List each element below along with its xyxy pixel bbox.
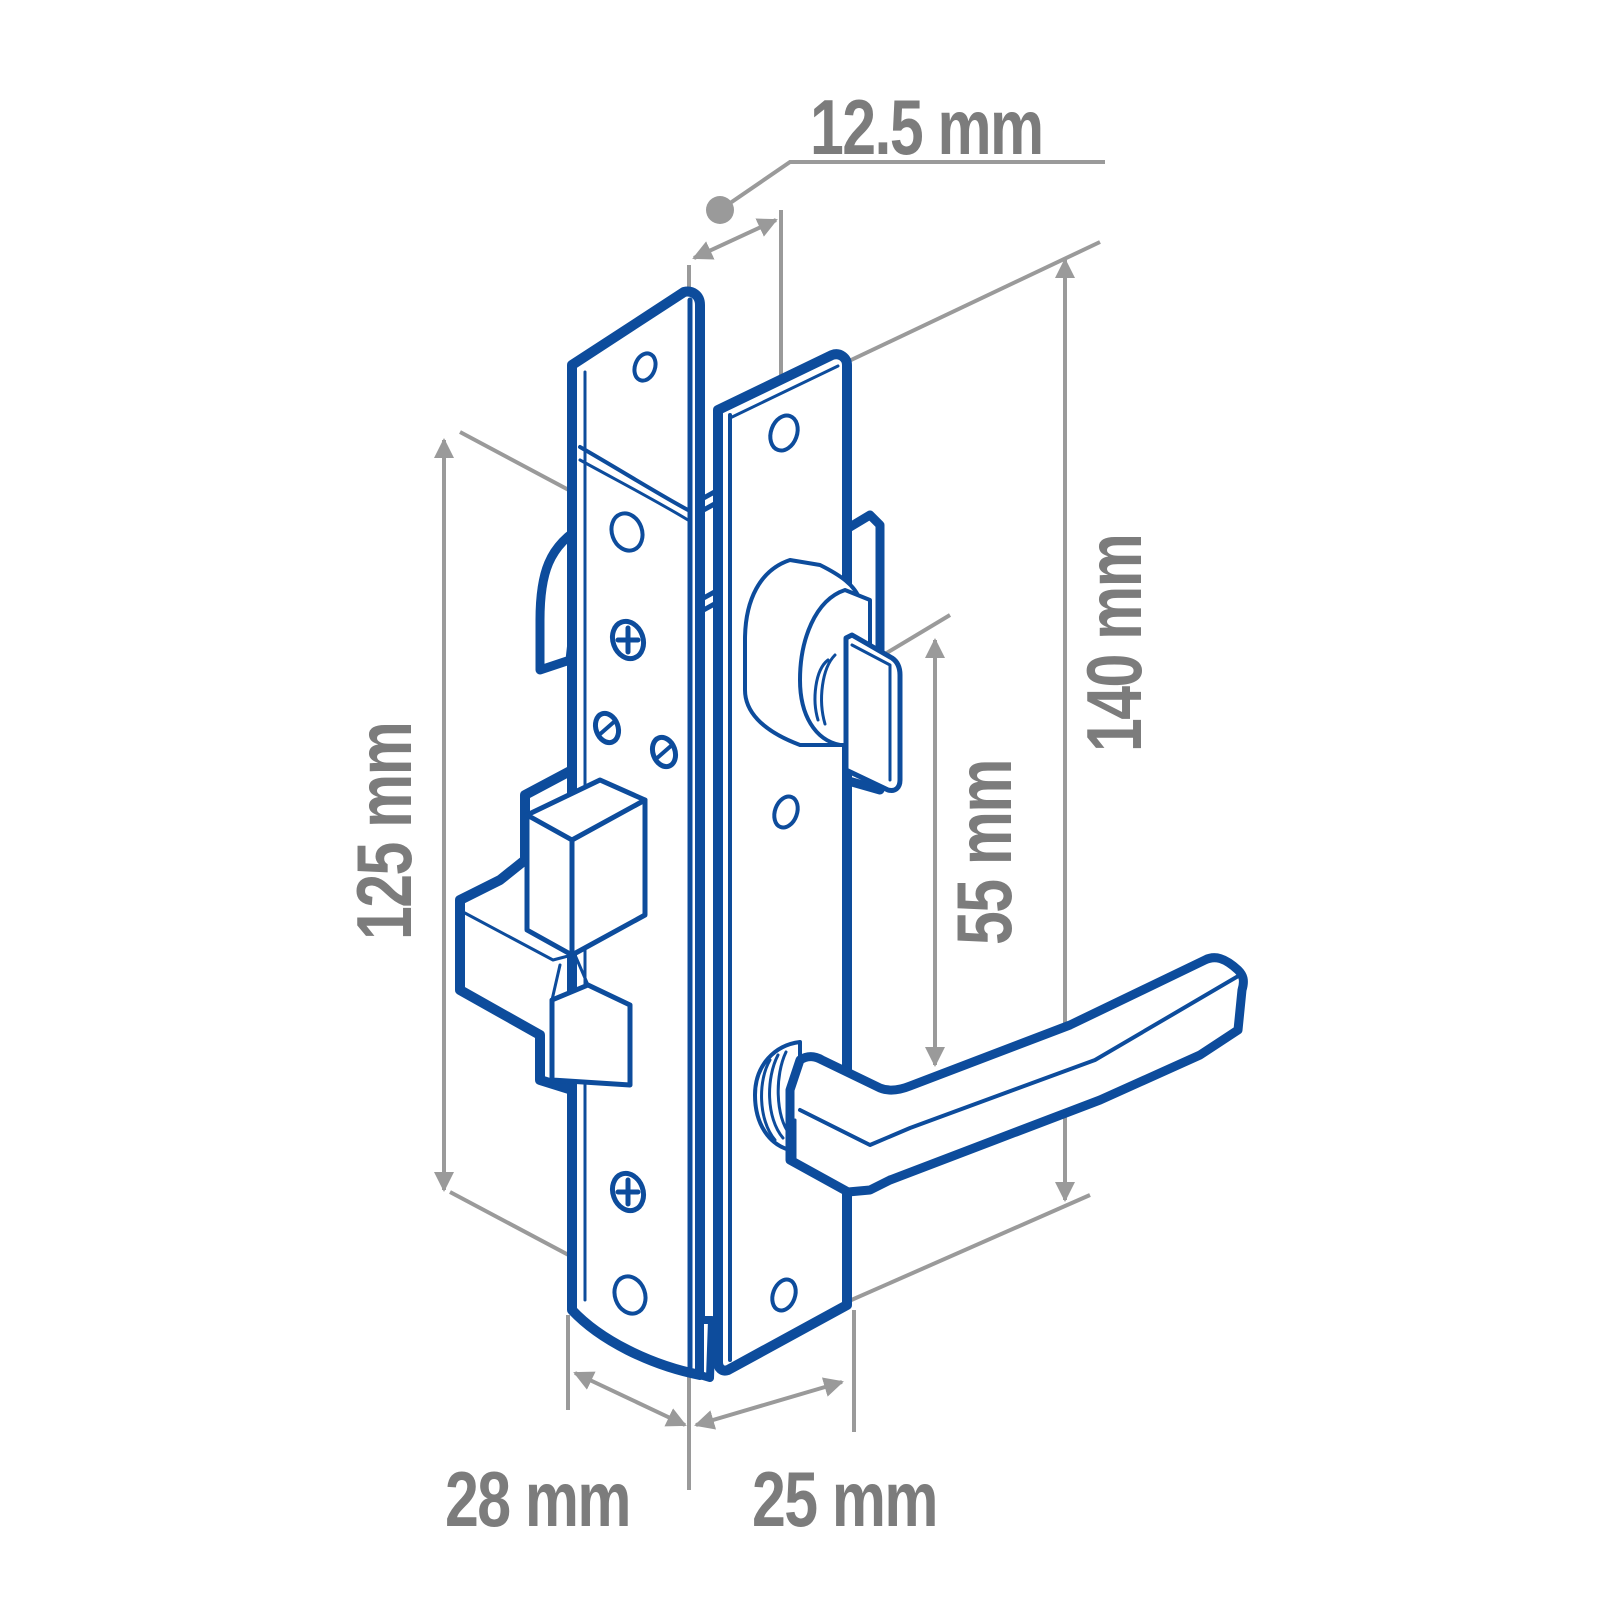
mounting-hole-icon [609,511,645,553]
lever-handle [753,953,1248,1197]
dimension-label-plate-height: 140 mm [1070,534,1158,752]
phillips-screw-icon [609,1170,647,1214]
slotted-screw-icon [649,734,679,770]
right-faceplate [713,349,885,1376]
mounting-hole-icon [772,794,800,830]
thumb-turn [743,558,903,793]
deadbolt-and-latch [455,765,648,1095]
leader-dot-icon [706,196,734,224]
phillips-screw-icon [609,618,647,662]
dimension-label-faceplate-thickness: 12.5 mm [810,83,1044,171]
mounting-hole-icon [768,413,800,453]
mounting-hole-icon [632,351,658,383]
slotted-screw-icon [592,710,622,746]
dimension-label-backset-left: 28 mm [445,1455,632,1543]
mounting-hole-icon [612,1274,648,1316]
dimension-label-lock-body-height: 125 mm [340,722,428,940]
dimension-label-handle-to-cylinder: 55 mm [940,760,1028,945]
dimension-label-backset-right: 25 mm [752,1455,939,1543]
mounting-hole-icon [770,1277,798,1313]
